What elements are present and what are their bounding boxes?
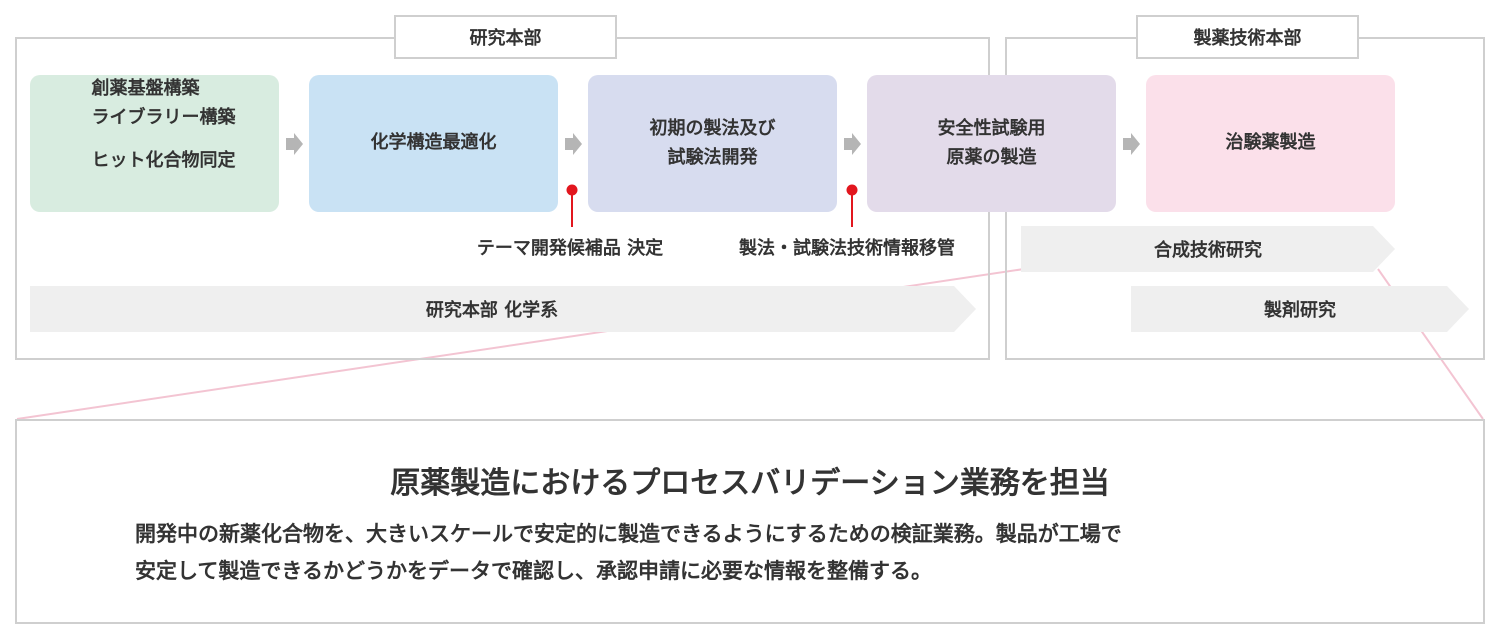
stage-safety-test-api-manufacturing: 安全性試験用 原薬の製造	[867, 75, 1116, 212]
callout-description-line-2: 安定して製造できるかどうかをデータで確認し、承認申請に必要な情報を整備する。	[135, 558, 932, 583]
research-division-label: 研究本部	[394, 15, 617, 59]
callout-description: 開発中の新薬化合物を、大きいスケールで安定的に製造できるようにするための検証業務…	[135, 516, 1435, 590]
stage-4-line-2: 原薬の製造	[946, 146, 1037, 168]
stage-1-line-2: ライブラリー構築	[91, 106, 236, 128]
stage-1-line-1: 創薬基盤構築	[91, 78, 200, 99]
milestone-marker-icon	[846, 184, 858, 227]
stage-5-line-1: 治験薬製造	[1225, 132, 1316, 154]
milestone-candidate-selection: テーマ開発候補品 決定	[476, 238, 664, 259]
stage-clinical-trial-drug-manufacturing: 治験薬製造	[1146, 75, 1395, 212]
milestone-technology-transfer: 製法・試験法技術情報移管	[739, 238, 955, 259]
stage-1-extra: ヒット化合物同定	[91, 149, 236, 171]
stage-initial-process-development: 初期の製法及び 試験法開発	[588, 75, 837, 212]
callout-box: 原薬製造におけるプロセスバリデーション業務を担当 開発中の新薬化合物を、大きいス…	[15, 419, 1485, 624]
callout-title: 原薬製造におけるプロセスバリデーション業務を担当	[390, 466, 1110, 501]
stage-3-line-1: 初期の製法及び	[649, 117, 776, 139]
stage-chemical-structure-optimization: 化学構造最適化	[309, 75, 558, 212]
band-arrow-shape	[30, 286, 976, 332]
stage-4-line-1: 安全性試験用	[937, 117, 1046, 139]
band-arrow-shape	[1021, 226, 1395, 272]
stage-drug-discovery-foundation: 創薬基盤構築 ライブラリー構築 ヒット化合物同定	[30, 75, 279, 212]
flow-arrow-icon	[844, 133, 861, 155]
stage-2-line-1: 化学構造最適化	[370, 132, 497, 154]
milestone-marker-icon	[566, 184, 578, 227]
flow-arrow-icon	[565, 133, 582, 155]
flow-arrow-icon	[1123, 133, 1140, 155]
band-formulation-research: 製剤研究	[1264, 300, 1336, 321]
manufacturing-division-label: 製薬技術本部	[1136, 15, 1359, 59]
band-synthesis-technology-research: 合成技術研究	[1154, 240, 1262, 261]
band-research-chemistry: 研究本部 化学系	[425, 300, 559, 321]
callout-description-line-1: 開発中の新薬化合物を、大きいスケールで安定的に製造できるようにするための検証業務…	[135, 522, 1122, 546]
stage-3-line-2: 試験法開発	[667, 146, 758, 168]
band-arrow-shape	[1131, 286, 1469, 332]
flow-arrow-icon	[286, 133, 303, 155]
